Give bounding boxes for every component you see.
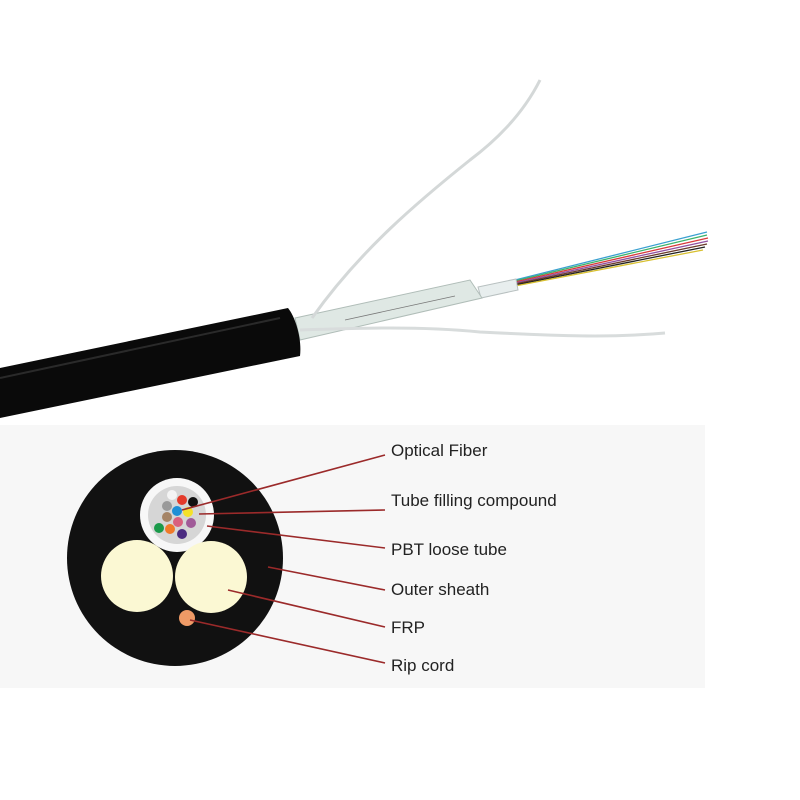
- cable-sheath: [0, 308, 301, 418]
- label-optical-fiber: Optical Fiber: [391, 441, 488, 460]
- fiber-3: [188, 497, 198, 507]
- leader-lines: [181, 454, 386, 664]
- optical-fibers: [154, 490, 198, 539]
- frp-left-shape: [101, 540, 173, 612]
- fiber-1: [167, 490, 177, 500]
- frp-right-shape: [175, 541, 247, 613]
- leader-optical-fiber: [181, 454, 386, 511]
- cable-photo: [0, 79, 709, 418]
- label-tube-filling-compound: Tube filling compound: [391, 491, 557, 510]
- leader-frp: [227, 589, 386, 628]
- cross-section-panel: Optical Fiber Tube filling compound PBT …: [0, 425, 705, 688]
- label-outer-sheath: Outer sheath: [391, 580, 490, 599]
- loose-tube: [477, 278, 519, 299]
- fiber-4: [162, 501, 172, 511]
- frp-seam: [344, 295, 456, 321]
- leader-outer-sheath: [267, 566, 386, 591]
- fiber-11: [165, 524, 175, 534]
- fiber-8: [173, 517, 183, 527]
- sheath-highlight: [0, 317, 281, 379]
- label-pbt-loose-tube: PBT loose tube: [391, 540, 507, 559]
- rip-cord-strand-lower: [299, 326, 666, 338]
- label-frp: FRP: [391, 618, 425, 637]
- fiber-12: [177, 529, 187, 539]
- leader-tube-filling: [198, 509, 386, 515]
- cross-section-diagram: [67, 450, 386, 666]
- fiber-10: [154, 523, 164, 533]
- fiber-2: [177, 495, 187, 505]
- fiber-9: [186, 518, 196, 528]
- fiber-strands: [514, 231, 709, 287]
- leader-pbt-tube: [206, 525, 386, 549]
- fiber-5: [172, 506, 182, 516]
- label-rip-cord: Rip cord: [391, 656, 455, 675]
- rip-cord-strand-upper: [310, 79, 542, 319]
- leader-rip-cord: [189, 619, 386, 664]
- fiber-7: [162, 512, 172, 522]
- outer-sheath-shape: [67, 450, 283, 666]
- rip-cord-shape: [179, 610, 195, 626]
